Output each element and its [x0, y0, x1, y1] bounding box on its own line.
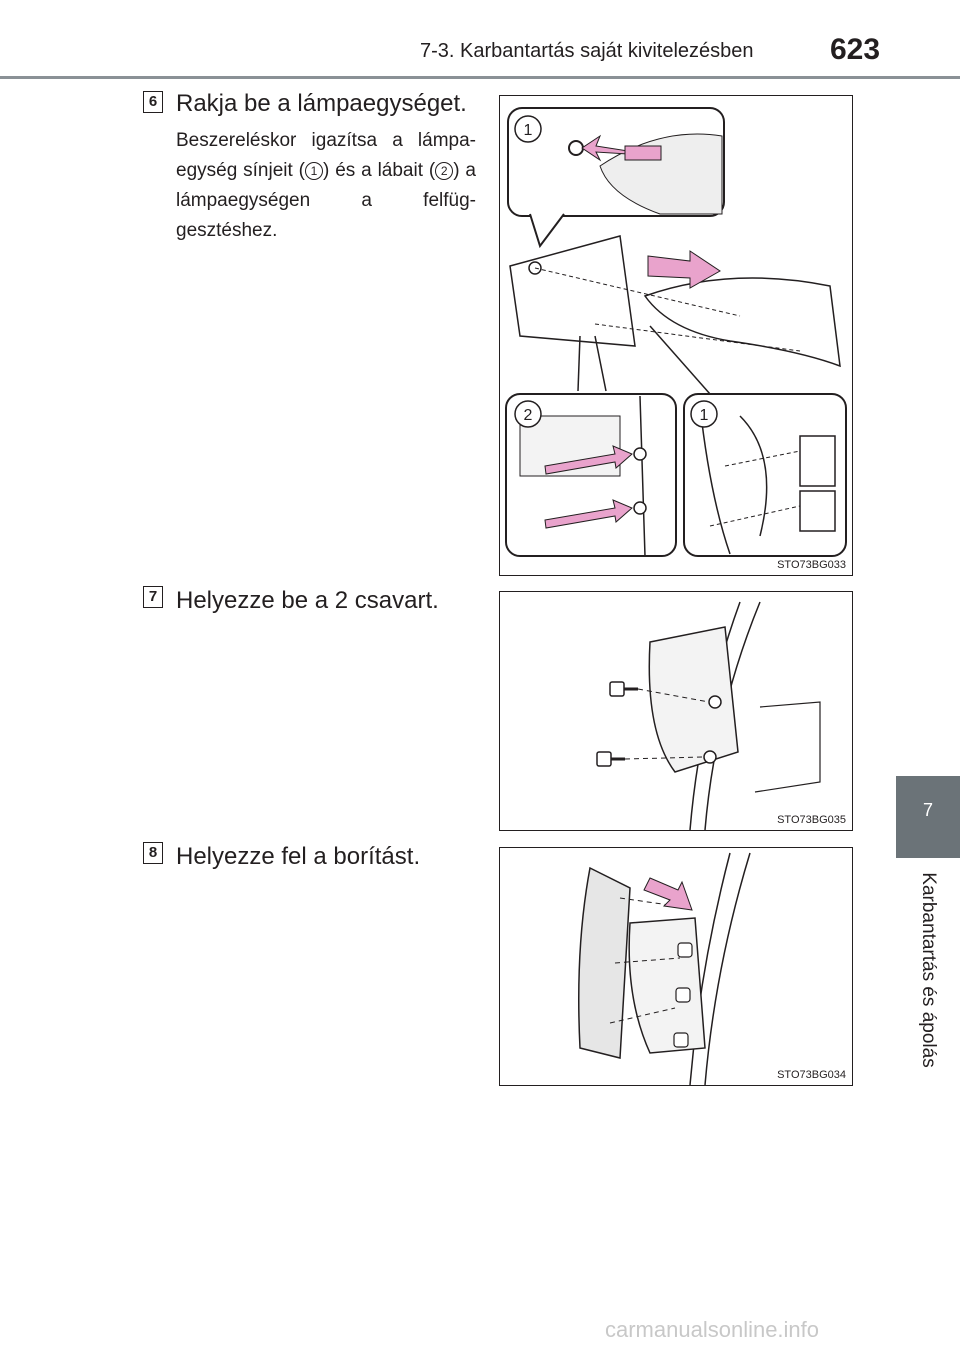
callout-1-top: 1	[524, 122, 533, 139]
screws-illustration	[596, 601, 821, 830]
step-7-title: Helyezze be a 2 csavart.	[176, 587, 439, 614]
cover-illustration	[578, 852, 751, 1085]
step-8-title: Helyezze fel a borítást.	[176, 843, 421, 870]
desc-text-3: ) a lámpaegységen a felfüg-gesztéshez.	[176, 160, 476, 241]
figure-code: STO73BG034	[777, 1069, 846, 1081]
desc-text-1: Beszereléskor igazítsa a lámpa-egység sí…	[176, 130, 476, 181]
page-number: 623	[830, 33, 881, 66]
chapter-tab: 7	[896, 776, 960, 858]
step-number-7: 7	[143, 586, 163, 608]
screw-top	[609, 681, 638, 697]
screw-bottom	[596, 751, 625, 767]
figure-code: STO73BG035	[777, 814, 846, 826]
step-6-description: Beszereléskor igazítsa a lámpa-egység sí…	[176, 126, 476, 246]
chapter-number: 7	[922, 800, 933, 820]
callout-marker-1: 1	[304, 161, 323, 180]
header-divider	[0, 76, 960, 79]
callout-2: 2	[524, 407, 533, 424]
figure-cover: STO73BG034	[499, 847, 853, 1086]
desc-text-2: ) és a lábait (	[322, 160, 436, 181]
lamp-install-illustration: 1 2 1	[505, 107, 847, 557]
step-6-title: Rakja be a lámpaegységet.	[176, 90, 467, 117]
figure-lamp-install: 1 2 1 STO73BG033	[499, 95, 853, 576]
section-title: 7-3. Karbantartás saját kivitelezésben	[420, 40, 754, 62]
chapter-title: Karbantartás és ápolás	[918, 872, 939, 1068]
callout-1-bottom: 1	[700, 407, 709, 424]
figure-screws: STO73BG035	[499, 591, 853, 831]
step-number-8: 8	[143, 842, 163, 864]
watermark: carmanualsonline.info	[605, 1317, 820, 1342]
figure-code: STO73BG033	[777, 559, 846, 571]
callout-marker-2: 2	[435, 161, 454, 180]
step-number-6: 6	[143, 91, 163, 113]
